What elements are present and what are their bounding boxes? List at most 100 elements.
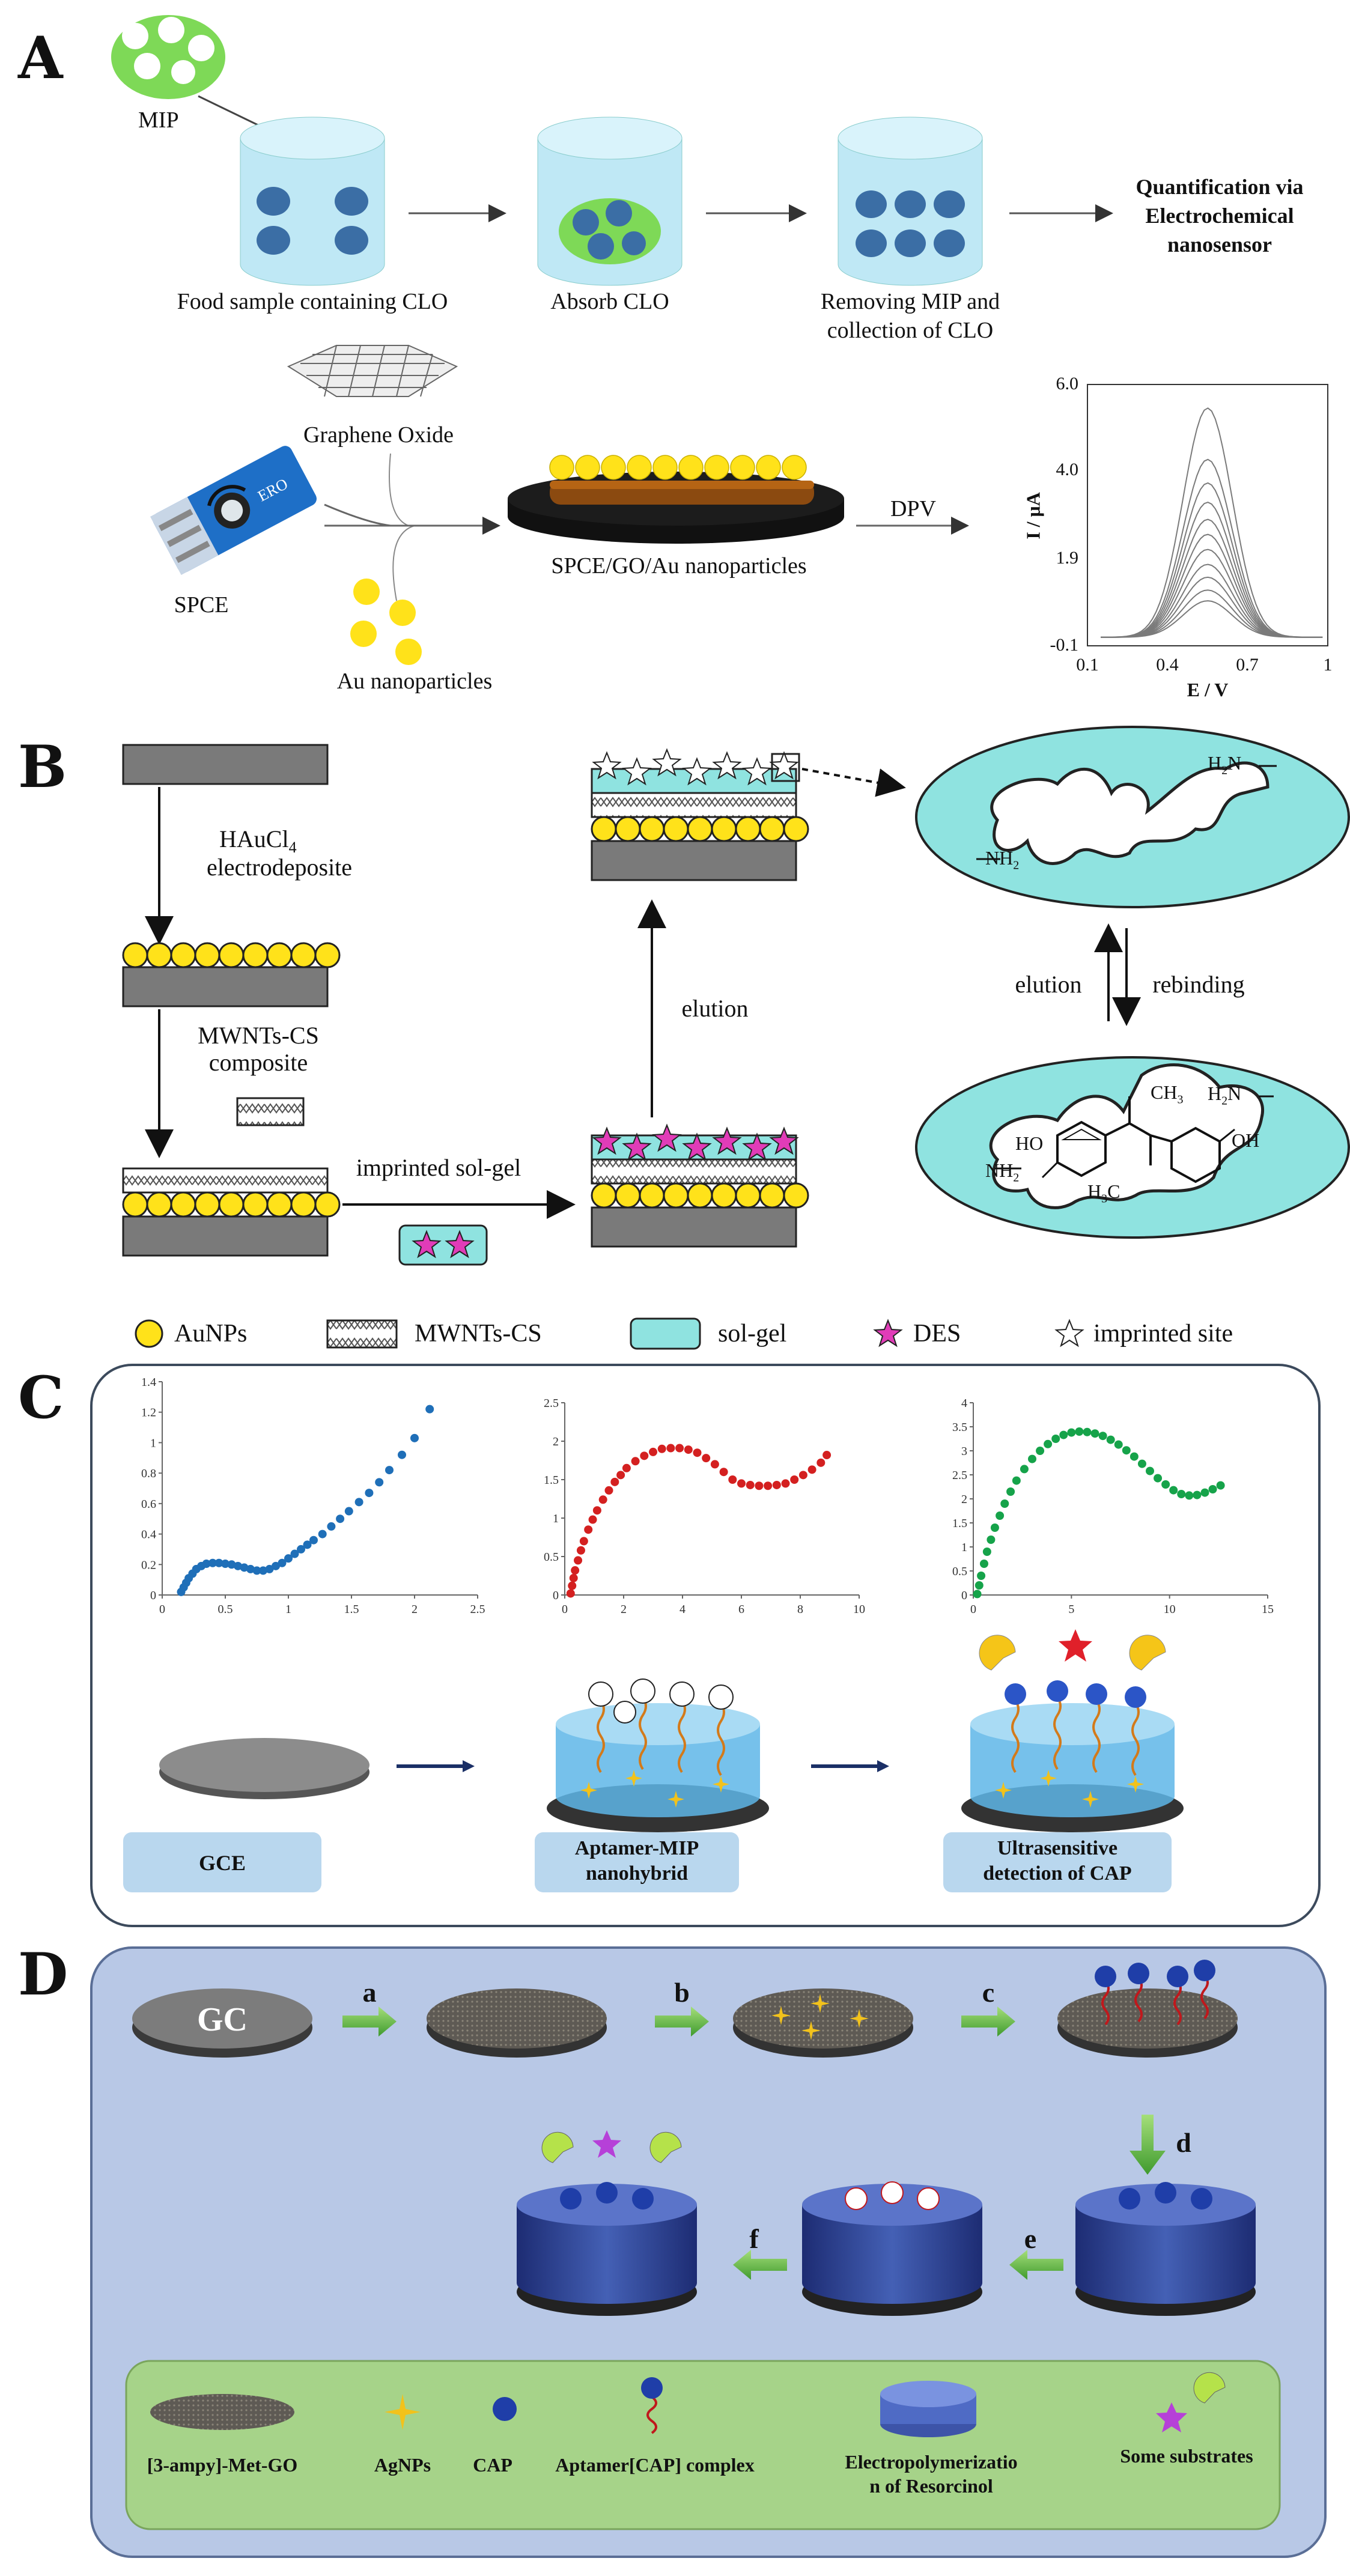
mip-label: MIP: [138, 108, 179, 133]
nyquist-point: [227, 1560, 236, 1569]
nyquist-point: [990, 1523, 999, 1532]
removing-label-2: collection of CLO: [827, 318, 994, 343]
step-e-label: e: [1024, 2223, 1037, 2254]
nyquist-point: [574, 1556, 583, 1565]
panel-a-diagram: ERO: [111, 15, 1328, 665]
nyquist-point: [1146, 1466, 1154, 1475]
legend-electro-label-2: n of Resorcinol: [869, 2475, 993, 2497]
nyquist-point: [1028, 1454, 1036, 1463]
nyquist-ytick: 1: [150, 1436, 156, 1450]
cup-removing-mip-icon: [838, 117, 983, 286]
nyquist-xtick: 1: [285, 1603, 291, 1616]
nyquist-point: [1208, 1485, 1217, 1493]
nyquist-point: [728, 1475, 737, 1484]
nyquist-xtick: 1.5: [344, 1603, 359, 1616]
nyquist-point: [309, 1536, 318, 1545]
dpv-ytick: 4.0: [1056, 460, 1079, 479]
nyquist-point: [385, 1466, 394, 1475]
nyquist-point: [208, 1558, 217, 1567]
nyquist-xtick: 2: [621, 1603, 627, 1616]
dpv-xlabel: E / V: [1187, 679, 1229, 700]
nyquist-point: [979, 1560, 988, 1568]
nyquist-xtick: 10: [1164, 1603, 1176, 1616]
panel-label-a: A: [18, 24, 63, 92]
nyquist-point: [1067, 1428, 1076, 1437]
haucl4-label: HAuCl4: [219, 825, 297, 856]
quant-label-3: nanosensor: [1167, 232, 1272, 257]
panel-label-c: C: [18, 1364, 64, 1432]
nyquist-ytick: 1.5: [544, 1474, 559, 1487]
step-c-label: c: [982, 1977, 995, 2008]
nyquist-ytick: 0.5: [544, 1551, 559, 1564]
dpv-xtick: 0.1: [1076, 655, 1099, 675]
legend-des-label: DES: [913, 1320, 961, 1347]
nyquist-point: [1075, 1427, 1084, 1436]
nyquist-point: [1193, 1490, 1202, 1499]
elution-label: elution: [681, 995, 749, 1022]
nyquist-point: [666, 1444, 675, 1453]
nyquist-point: [710, 1460, 719, 1469]
nyquist-point: [657, 1444, 666, 1453]
nyquist-point: [1006, 1487, 1015, 1496]
nyquist-point: [1154, 1474, 1163, 1483]
nyquist-point: [234, 1561, 242, 1570]
nyquist-point: [640, 1451, 649, 1460]
au-nanoparticles-icon: [350, 579, 422, 665]
rebinding-label: rebinding: [1152, 971, 1245, 998]
nyquist-point: [746, 1480, 755, 1489]
nyquist-point: [1051, 1435, 1060, 1443]
legend-site-label: imprinted site: [1093, 1320, 1233, 1347]
nyquist-point: [568, 1581, 577, 1590]
legend-solgel-label: sol-gel: [718, 1320, 787, 1347]
spce-chip-icon: ERO: [150, 446, 317, 576]
nyquist-point: [1122, 1446, 1131, 1455]
nyquist-point: [318, 1530, 327, 1539]
step-b-label: b: [674, 1977, 690, 2008]
nyquist-ytick: 1: [553, 1512, 559, 1525]
removing-label-1: Removing MIP and: [820, 289, 1000, 314]
nyquist-ytick: 1.5: [952, 1517, 967, 1530]
nh2-label-2: NH2: [985, 1159, 1020, 1185]
nyquist-xtick: 0.5: [218, 1603, 233, 1616]
nyquist-point: [719, 1468, 728, 1477]
nyquist-point: [974, 1581, 984, 1590]
nyquist-point: [410, 1433, 419, 1442]
h3c-label: H3C: [1087, 1180, 1120, 1206]
nyquist-ytick: 3: [961, 1445, 967, 1458]
nyquist-point: [566, 1589, 575, 1598]
dpv-label: DPV: [890, 496, 937, 521]
nyquist-xtick: 0: [970, 1603, 976, 1616]
nyquist-point: [284, 1554, 293, 1563]
nyquist-point: [265, 1564, 274, 1573]
nyquist-point: [252, 1566, 261, 1575]
nyquist-point: [1059, 1430, 1068, 1439]
panel-d-diagram: [125, 1960, 1281, 2530]
nyquist-ytick: 2.5: [544, 1397, 559, 1410]
nyquist-point: [1130, 1452, 1139, 1461]
nyquist-ytick: 0.6: [141, 1498, 156, 1511]
nyquist-point: [327, 1522, 336, 1531]
nyquist-point: [278, 1558, 287, 1567]
gc-label: GC: [197, 2001, 248, 2038]
nyquist-point: [1106, 1435, 1115, 1444]
legend-agnps-label: AgNPs: [374, 2454, 431, 2476]
au-nanoparticles-label: Au nanoparticles: [336, 669, 493, 694]
nyquist-point: [816, 1458, 826, 1467]
nyquist-point: [592, 1506, 601, 1515]
nh2-label: NH2: [985, 847, 1020, 872]
nyquist-point: [982, 1548, 991, 1556]
step-d-label: d: [1176, 2127, 1191, 2158]
nyquist-point: [1090, 1429, 1099, 1438]
nyquist-point: [631, 1457, 640, 1466]
nyquist-point: [987, 1536, 996, 1544]
nyquist-point: [1114, 1440, 1123, 1449]
nyquist-xtick: 0: [562, 1603, 568, 1616]
nyquist-point: [1185, 1491, 1194, 1500]
nyquist-point: [675, 1444, 684, 1453]
nyquist-ytick: 1: [961, 1541, 967, 1554]
step-a-label: a: [362, 1977, 377, 2008]
nyquist-xtick: 8: [797, 1603, 803, 1616]
cup-absorb-icon: [537, 117, 683, 286]
nyquist-point: [1177, 1490, 1186, 1498]
